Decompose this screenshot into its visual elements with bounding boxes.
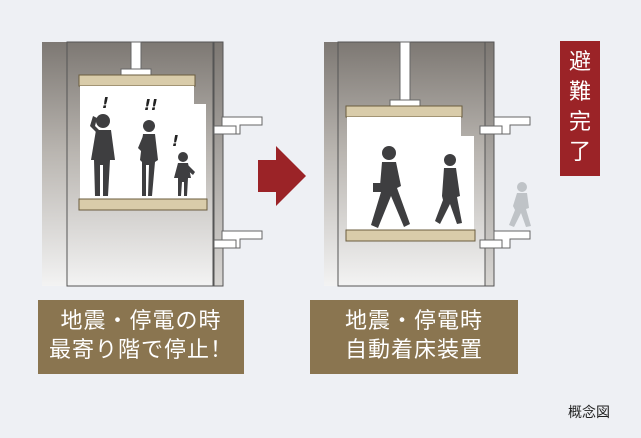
exclaim-1: !	[102, 94, 109, 112]
right-caption-line-1: 地震・停電時	[344, 309, 483, 334]
left-cabin-ceiling	[78, 74, 196, 87]
evacuation-complete-badge: 避 難 完 了	[560, 41, 600, 176]
person-woman-icon	[138, 120, 158, 196]
right-cabin-floor	[345, 229, 476, 242]
walking-woman-icon	[435, 154, 462, 224]
concept-note: 概念図	[568, 405, 610, 421]
badge-char: 避	[568, 50, 591, 75]
person-man-icon	[90, 114, 115, 196]
right-elevator-shaft	[324, 41, 531, 287]
right-caption-line-2: 自動着床装置	[344, 338, 483, 363]
right-arrow-icon	[258, 146, 306, 206]
left-caption-line-1: 地震・停電の時	[60, 309, 222, 334]
badge-char: 難	[568, 80, 591, 105]
right-passengers	[371, 146, 462, 228]
left-cabin-floor	[78, 198, 208, 211]
badge-char: 完	[568, 110, 591, 135]
child-exiting-icon	[509, 182, 531, 227]
badge-char: 了	[568, 140, 591, 165]
exclaim-2: !!	[144, 96, 158, 114]
walking-man-icon	[371, 146, 410, 228]
person-child-icon	[174, 152, 195, 196]
exclaim-3: !	[172, 132, 179, 150]
left-passengers	[90, 114, 195, 196]
right-cabin-ceiling	[345, 105, 463, 118]
right-caption: 地震・停電時 自動着床装置	[310, 300, 518, 374]
left-caption-line-2: 最寄り階で停止！	[48, 338, 233, 363]
left-caption: 地震・停電の時 最寄り階で停止！	[38, 300, 244, 374]
